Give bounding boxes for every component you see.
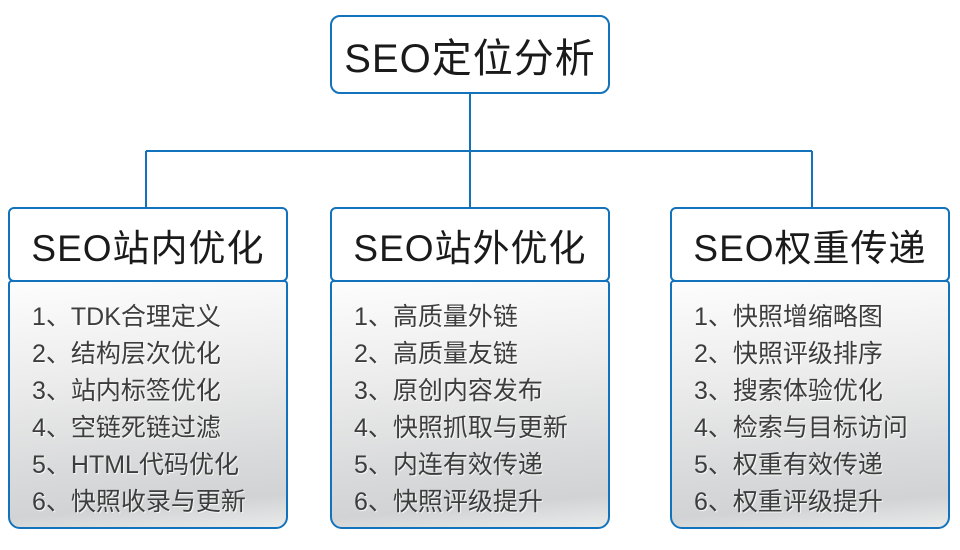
- column-header-label: SEO权重传递: [693, 227, 927, 269]
- root-node-title: SEO定位分析: [344, 36, 596, 81]
- list-item: 1、高质量外链: [354, 303, 518, 331]
- column-header: SEO站外优化: [330, 207, 610, 282]
- list-item: 2、高质量友链: [354, 340, 518, 368]
- list-item: 4、快照抓取与更新: [354, 414, 568, 442]
- column-list: 1、TDK合理定义 2、结构层次优化 3、站内标签优化 4、空链死链过滤 5、H…: [8, 280, 288, 529]
- column-list: 1、快照增缩略图 2、快照评级排序 3、搜索体验优化 4、检索与目标访问 5、权…: [670, 280, 950, 529]
- list-item: 5、HTML代码优化: [32, 451, 239, 479]
- column-header-label: SEO站内优化: [31, 227, 265, 269]
- list-item: 6、权重评级提升: [694, 488, 883, 516]
- root-node-seo-analysis: SEO定位分析: [330, 15, 610, 94]
- list-item: 4、检索与目标访问: [694, 414, 908, 442]
- list-item: 5、权重有效传递: [694, 451, 883, 479]
- list-item: 1、快照增缩略图: [694, 303, 883, 331]
- list-item: 6、快照评级提升: [354, 488, 543, 516]
- list-item: 4、空链死链过滤: [32, 414, 221, 442]
- column-header: SEO站内优化: [8, 207, 288, 282]
- column-list: 1、高质量外链 2、高质量友链 3、原创内容发布 4、快照抓取与更新 5、内连有…: [330, 280, 610, 529]
- list-item: 2、结构层次优化: [32, 340, 221, 368]
- list-item: 3、原创内容发布: [354, 377, 543, 405]
- list-item: 6、快照收录与更新: [32, 488, 246, 516]
- column-header: SEO权重传递: [670, 207, 950, 282]
- list-item: 2、快照评级排序: [694, 340, 883, 368]
- column-seo-weight-transfer: SEO权重传递 1、快照增缩略图 2、快照评级排序 3、搜索体验优化 4、检索与…: [670, 207, 950, 529]
- column-seo-offsite: SEO站外优化 1、高质量外链 2、高质量友链 3、原创内容发布 4、快照抓取与…: [330, 207, 610, 529]
- column-header-label: SEO站外优化: [353, 227, 587, 269]
- column-seo-onsite: SEO站内优化 1、TDK合理定义 2、结构层次优化 3、站内标签优化 4、空链…: [8, 207, 288, 529]
- list-item: 1、TDK合理定义: [32, 303, 221, 331]
- list-item: 3、搜索体验优化: [694, 377, 883, 405]
- list-item: 5、内连有效传递: [354, 451, 543, 479]
- list-item: 3、站内标签优化: [32, 377, 221, 405]
